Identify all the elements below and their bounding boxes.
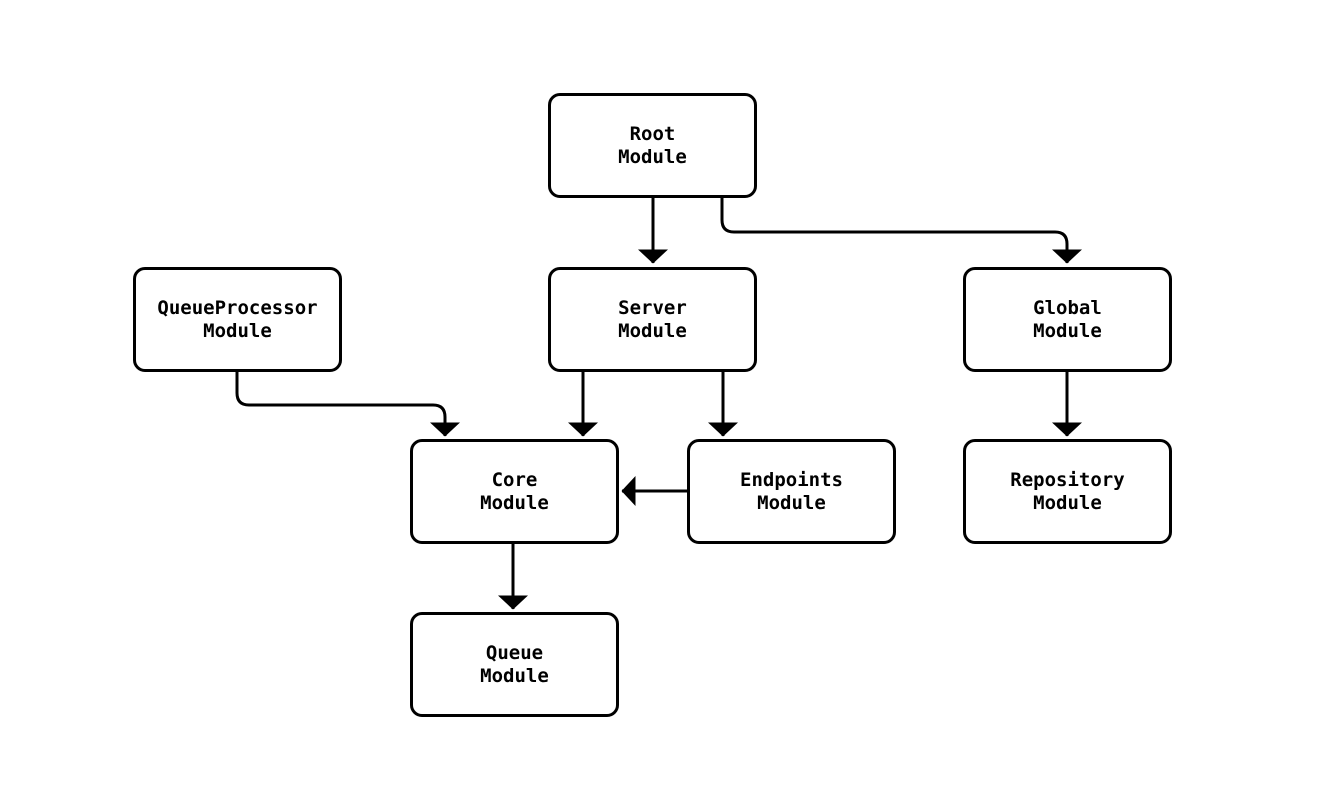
node-label: Repository (1010, 468, 1125, 491)
node-label: Module (618, 319, 687, 342)
node-label: QueueProcessor (157, 296, 318, 319)
node-endpoints-module: Endpoints Module (687, 439, 896, 544)
node-label: Module (618, 145, 687, 168)
node-label: Endpoints (740, 468, 843, 491)
node-label: Module (203, 319, 272, 342)
node-queueprocessor-module: QueueProcessor Module (133, 267, 342, 372)
node-label: Core (491, 468, 538, 491)
node-server-module: Server Module (548, 267, 757, 372)
node-label: Root (629, 122, 676, 145)
node-label: Module (480, 664, 549, 687)
node-core-module: Core Module (410, 439, 619, 544)
node-root-module: Root Module (548, 93, 757, 198)
node-label: Server (618, 296, 687, 319)
node-queue-module: Queue Module (410, 612, 619, 717)
edge-root-to-global (720, 197, 1082, 264)
node-global-module: Global Module (963, 267, 1172, 372)
node-label: Module (1033, 491, 1102, 514)
node-label: Global (1033, 296, 1102, 319)
edge-queueprocessor-to-core (235, 371, 460, 437)
node-label: Queue (485, 641, 544, 664)
node-repository-module: Repository Module (963, 439, 1172, 544)
node-label: Module (1033, 319, 1102, 342)
node-label: Module (757, 491, 826, 514)
node-label: Module (480, 491, 549, 514)
